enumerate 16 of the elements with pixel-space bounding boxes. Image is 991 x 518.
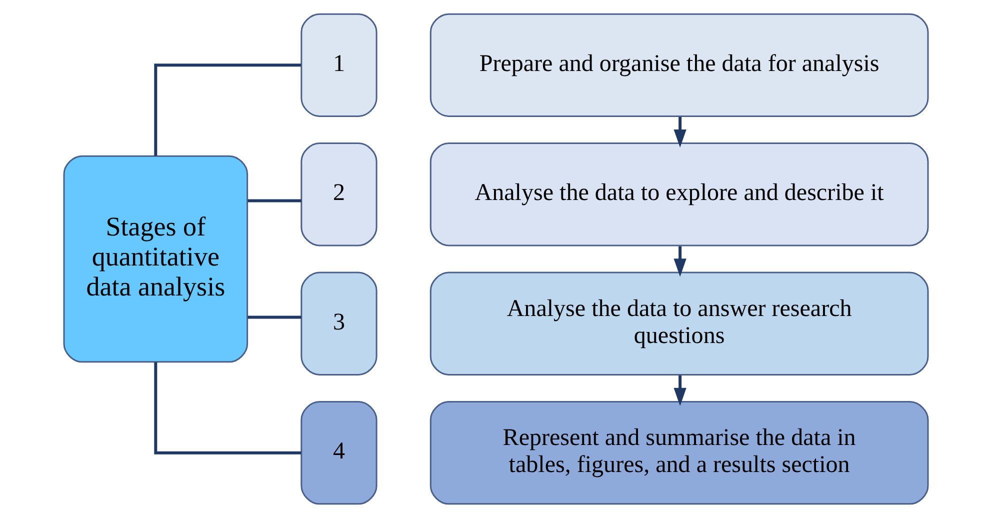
node-box: 1 <box>300 13 377 117</box>
connector <box>154 64 300 156</box>
node-box: Analyse the data to explore and describe it <box>429 142 928 246</box>
node-box: Analyse the data to answer research questions <box>429 272 928 376</box>
arrow <box>673 246 686 277</box>
arrow <box>673 375 686 406</box>
connector <box>247 316 301 319</box>
node-box: Stages of quantitative data analysis <box>62 155 248 363</box>
node-box: 3 <box>300 272 377 376</box>
node-box: 2 <box>300 142 377 246</box>
node-box: Represent and summarise the data in tables, figures, and a results section <box>429 401 928 505</box>
connector <box>247 199 301 202</box>
node-box: 4 <box>300 401 377 505</box>
connector <box>154 362 300 454</box>
arrow <box>673 116 686 148</box>
node-box: Prepare and organise the data for analysis <box>429 13 928 117</box>
